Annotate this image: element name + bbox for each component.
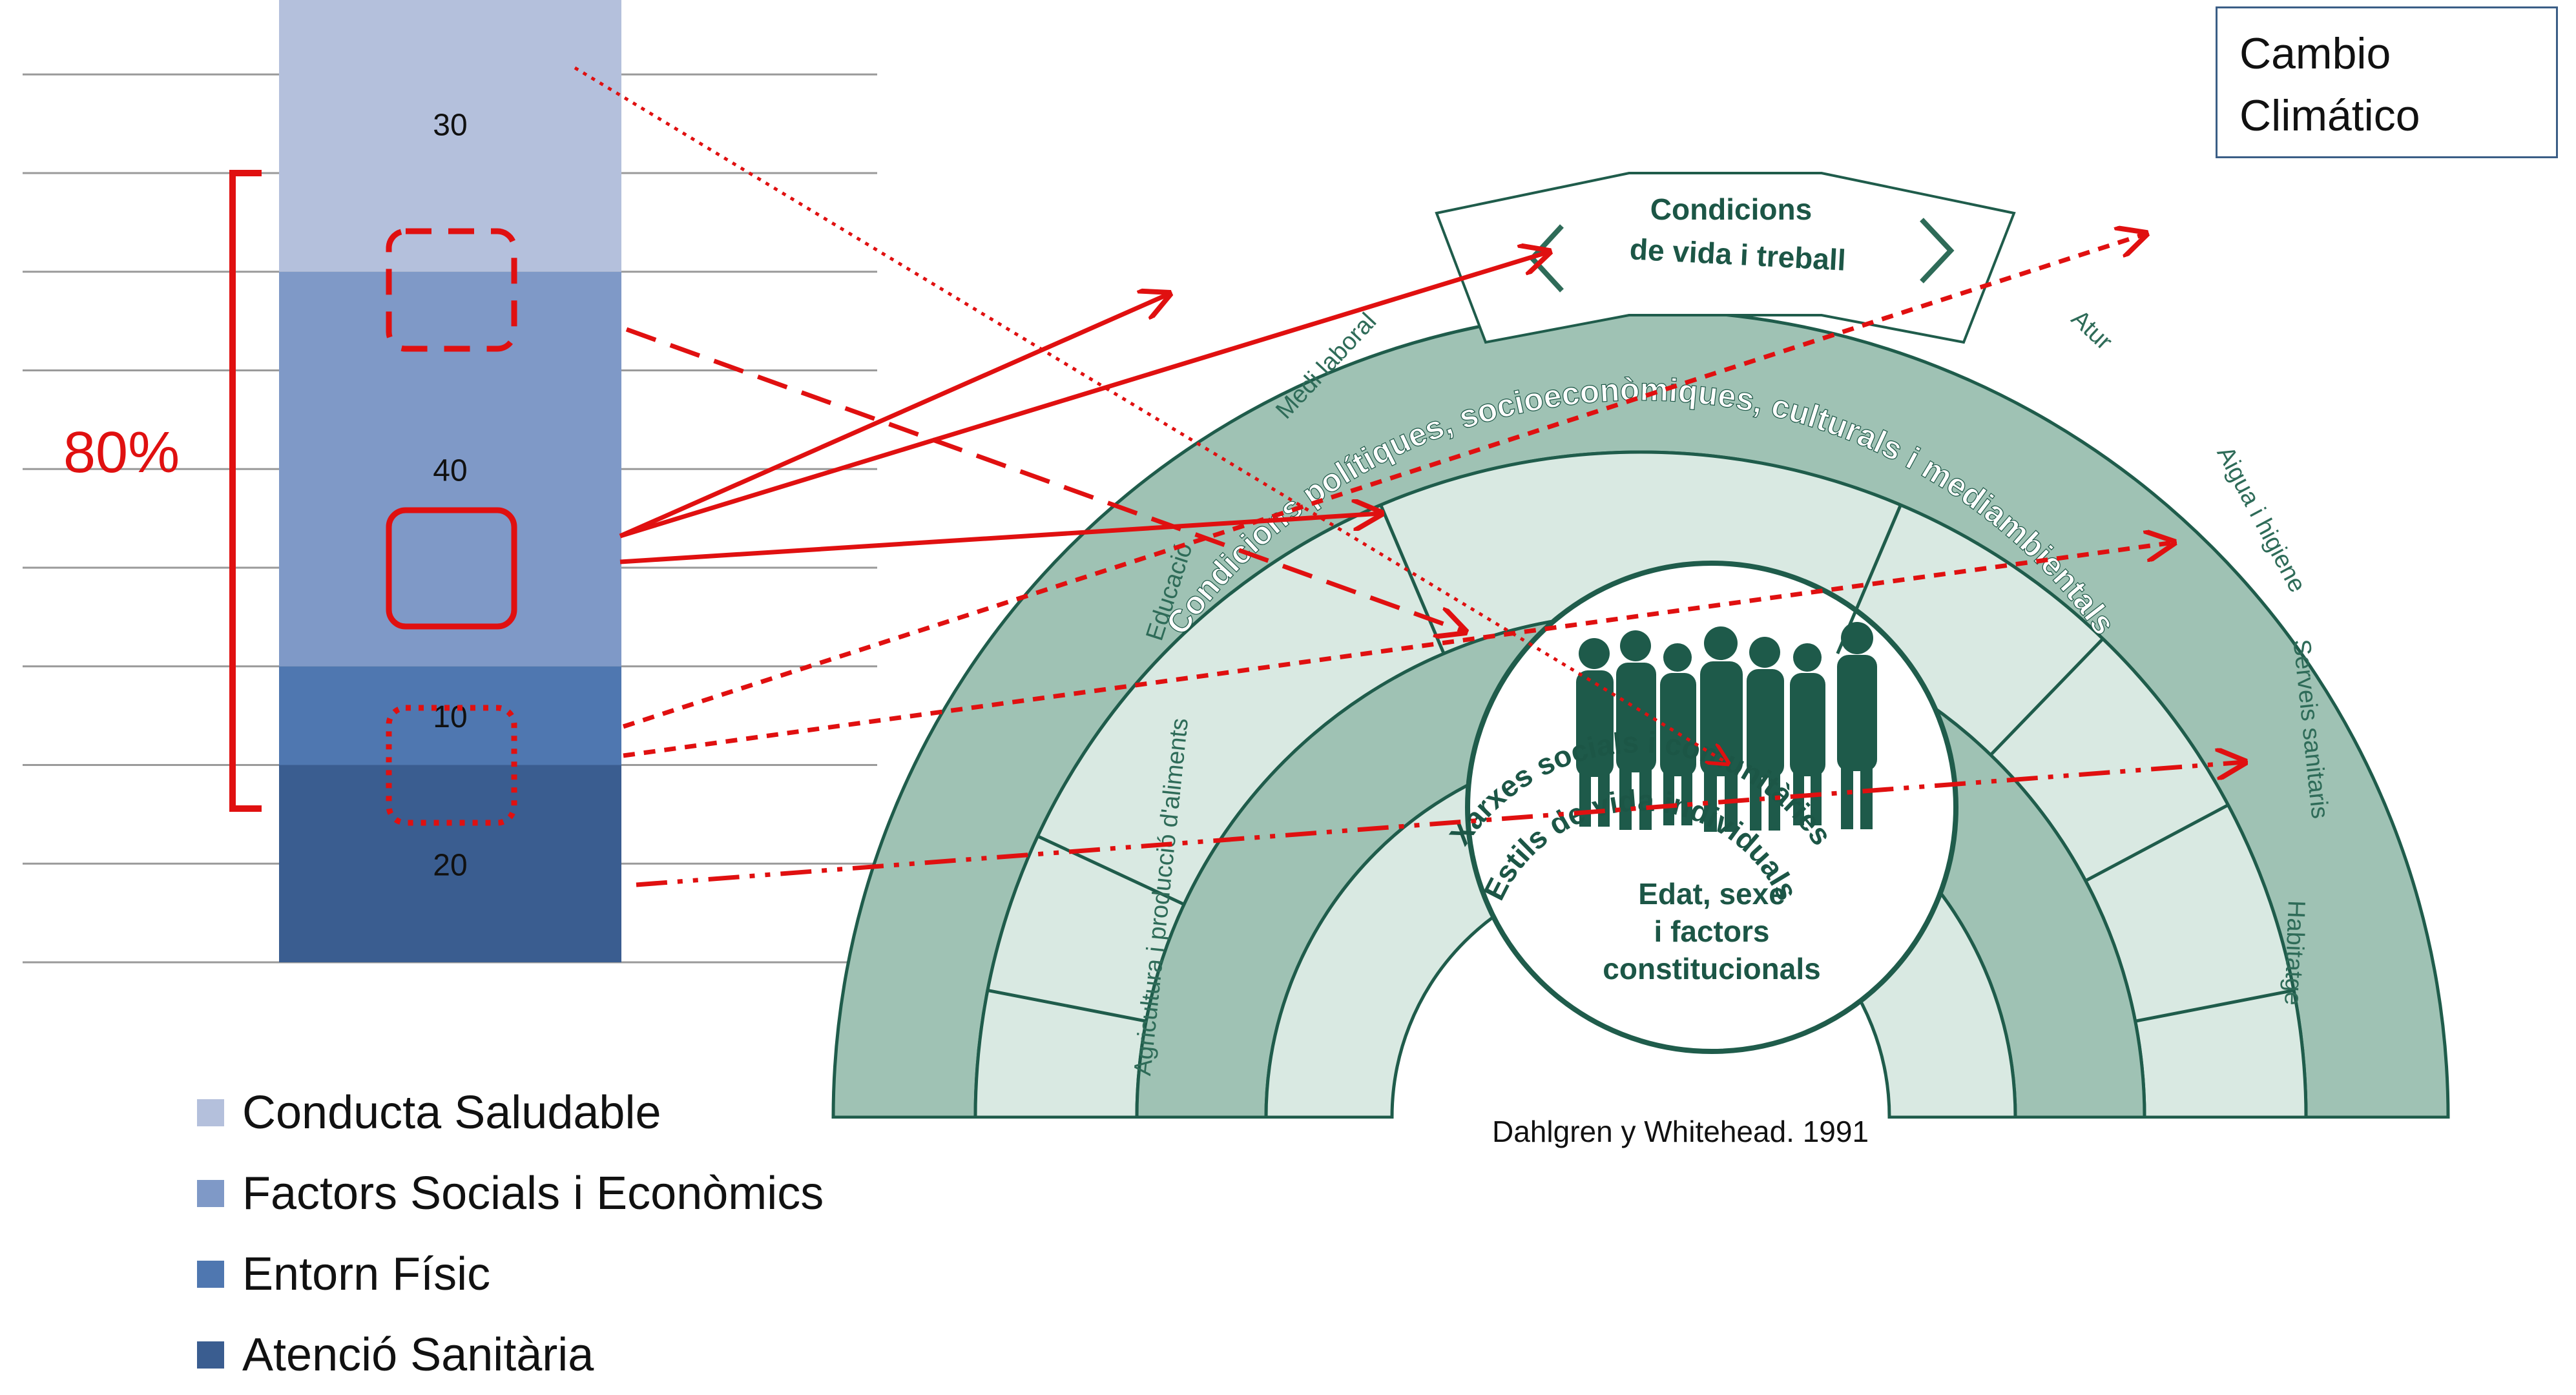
legend-item: Factors Socials i Econòmics bbox=[197, 1153, 824, 1234]
arrow-healthy-behaviour bbox=[625, 327, 1465, 632]
bar-segment bbox=[279, 271, 621, 666]
source-credit: Dahlgren y Whitehead. 1991 bbox=[1492, 1115, 1869, 1148]
bar-segment bbox=[279, 0, 621, 272]
arrow-socioeconomic-to-outer bbox=[619, 294, 1169, 539]
legend-label: Conducta Saludable bbox=[242, 1086, 661, 1139]
diagram-base-mask bbox=[827, 1119, 2455, 1364]
segment-divider bbox=[1037, 834, 1185, 906]
callout-line1: Cambio bbox=[2239, 29, 2391, 78]
stacked-bar bbox=[279, 0, 621, 962]
legend-swatch bbox=[197, 1341, 224, 1369]
living-conditions-header-box bbox=[1435, 172, 2016, 344]
arrow-environment-to-outer bbox=[622, 234, 2146, 729]
people-silhouettes-icon bbox=[1576, 622, 1877, 832]
segment-label: Habitatge bbox=[2279, 900, 2310, 1006]
legend-item: Conducta Saludable bbox=[197, 1072, 824, 1153]
segment-divider bbox=[987, 989, 1147, 1023]
arrow-climate-dotted bbox=[574, 66, 1728, 763]
segment-divider bbox=[2135, 989, 2294, 1023]
bar-value-label: 30 bbox=[433, 108, 467, 143]
climate-change-callout: Cambio Climático bbox=[2216, 6, 2558, 158]
core-text-line2: i factors bbox=[1654, 914, 1770, 948]
arrow-healthcare-to-services bbox=[636, 762, 2245, 887]
highlight-box-dashed bbox=[386, 228, 517, 352]
legend-swatch bbox=[197, 1179, 224, 1207]
segment-divider bbox=[1989, 637, 2104, 756]
legend-swatch bbox=[197, 1099, 224, 1126]
core-text-line1: Edat, sexe bbox=[1638, 877, 1785, 911]
living-conditions-title: Condicions bbox=[1650, 192, 1812, 226]
bar-segment bbox=[279, 765, 621, 962]
arrow-socioeconomic-to-conditions bbox=[619, 252, 1549, 539]
segment-divider bbox=[2084, 803, 2229, 883]
segment-label: Atur bbox=[2066, 305, 2117, 355]
connector-arrows bbox=[574, 66, 2245, 887]
highlight-box-solid bbox=[386, 507, 517, 630]
legend-item: Atenció Sanitària bbox=[197, 1314, 824, 1395]
dahlgren-whitehead-diagram: Condicions polítiques, socioeconòmiques,… bbox=[827, 172, 2455, 1364]
core-text-line3: constitucionals bbox=[1603, 952, 1820, 986]
percent-bracket bbox=[229, 170, 262, 812]
callout-line2: Climático bbox=[2239, 91, 2420, 140]
chevron-right-icon bbox=[1920, 218, 1955, 284]
legend-label: Atenció Sanitària bbox=[242, 1328, 594, 1381]
chart-legend: Conducta Saludable Factors Socials i Eco… bbox=[197, 1072, 824, 1395]
legend-label: Factors Socials i Econòmics bbox=[242, 1167, 824, 1219]
legend-label: Entorn Físic bbox=[242, 1248, 491, 1300]
highlight-box-dotted bbox=[386, 705, 517, 826]
legend-item: Entorn Físic bbox=[197, 1234, 824, 1314]
legend-swatch bbox=[197, 1260, 224, 1288]
bar-value-label: 40 bbox=[433, 453, 467, 488]
arrow-environment-to-water bbox=[623, 542, 2174, 758]
bar-value-label: 20 bbox=[433, 848, 467, 882]
percent-bracket-label: 80% bbox=[63, 420, 180, 485]
bar-segment bbox=[279, 666, 621, 765]
